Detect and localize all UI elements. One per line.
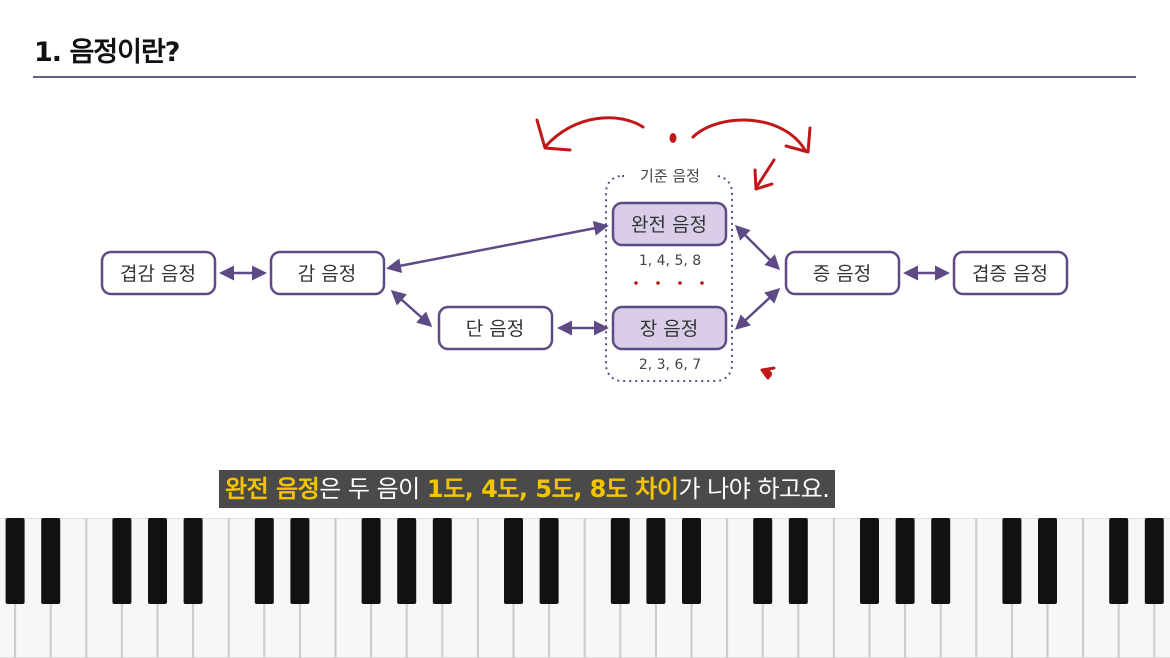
black-key[interactable]	[1038, 518, 1057, 604]
red-annotation	[535, 116, 812, 380]
black-key[interactable]	[361, 518, 381, 604]
black-key[interactable]	[860, 518, 879, 604]
node-double-diminished: 겹감 음정	[100, 250, 217, 296]
black-key[interactable]	[931, 518, 951, 604]
black-key[interactable]	[112, 518, 132, 604]
subtitle-segment: 가 나야 하고요.	[678, 475, 830, 503]
subtitle-segment: 완전 음정	[225, 475, 320, 503]
svg-text:겹증 음정: 겹증 음정	[972, 263, 1048, 285]
black-key[interactable]	[646, 518, 666, 604]
arrow-perfect-augmented	[734, 224, 781, 271]
arrow-major-augmented	[734, 287, 781, 331]
black-key[interactable]	[610, 518, 630, 604]
ellipsis-dots	[634, 281, 704, 285]
black-key[interactable]	[5, 518, 25, 604]
svg-text:겹감 음정: 겹감 음정	[120, 263, 196, 285]
black-key[interactable]	[432, 518, 452, 604]
node-perfect: 완전 음정	[611, 201, 728, 247]
major-degrees: 2, 3, 6, 7	[639, 357, 701, 373]
subtitle-segment: 1도, 4도, 5도, 8도 차이	[426, 475, 679, 503]
subtitle-caption: 완전 음정은 두 음이 1도, 4도, 5도, 8도 차이가 나야 하고요.	[219, 470, 836, 508]
svg-text:단 음정: 단 음정	[466, 318, 524, 340]
page-title: 1. 음정이란?	[34, 37, 180, 68]
svg-text:장 음정: 장 음정	[640, 318, 698, 340]
black-key[interactable]	[504, 518, 523, 604]
black-key[interactable]	[682, 518, 701, 604]
arrow-diminished-perfect	[386, 220, 609, 274]
subtitle-segment: 은 두 음이	[319, 475, 427, 503]
svg-text:증 음정: 증 음정	[813, 263, 871, 285]
black-key[interactable]	[1002, 518, 1022, 604]
black-key[interactable]	[183, 518, 203, 604]
title-divider	[33, 76, 1136, 78]
black-key[interactable]	[539, 518, 559, 604]
node-double-augmented: 겹증 음정	[952, 250, 1069, 296]
black-key[interactable]	[148, 518, 167, 604]
interval-diagram: 기준 음정 겹감 음정 감 음정 단 음정 완전 음정 장 음정 증 음정 겹증…	[100, 116, 1069, 382]
node-augmented: 증 음정	[784, 250, 901, 296]
black-key[interactable]	[397, 518, 417, 604]
node-diminished: 감 음정	[269, 250, 386, 296]
black-key[interactable]	[254, 518, 274, 604]
black-key[interactable]	[895, 518, 915, 604]
black-key[interactable]	[1144, 518, 1164, 604]
black-key[interactable]	[41, 518, 61, 604]
reference-interval-group	[605, 175, 733, 382]
node-major: 장 음정	[611, 305, 728, 351]
piano-keyboard	[0, 518, 1170, 658]
group-label: 기준 음정	[640, 167, 700, 185]
black-key[interactable]	[1109, 518, 1129, 604]
node-minor: 단 음정	[437, 305, 554, 351]
black-key[interactable]	[290, 518, 310, 604]
perfect-degrees: 1, 4, 5, 8	[639, 253, 701, 269]
arrow-diminished-minor	[390, 290, 433, 327]
svg-text:완전 음정: 완전 음정	[631, 214, 707, 236]
black-key[interactable]	[788, 518, 808, 604]
black-key[interactable]	[753, 518, 773, 604]
svg-text:감 음정: 감 음정	[298, 263, 356, 285]
